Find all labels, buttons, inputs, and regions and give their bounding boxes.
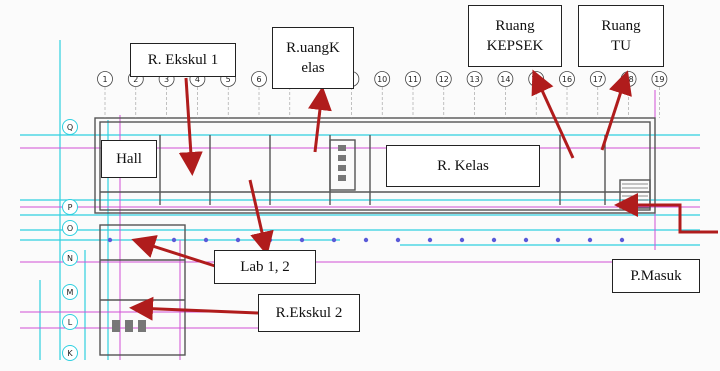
structural-column-dot: [459, 237, 465, 243]
grid-bubble-row-K: K: [62, 345, 78, 361]
grid-bubble-row-label: P: [68, 203, 73, 212]
grid-bubble-col-12: 12: [435, 71, 452, 118]
arrow-lab-1-2-lower: [248, 179, 274, 256]
label-r-uang-kelas: R.uangK elas: [272, 27, 354, 89]
structural-column-dot: [299, 237, 305, 243]
grid-bubble-col-label: 1: [102, 75, 107, 84]
grid-bubble-col-16: 16: [559, 71, 575, 118]
grid-bubble-col-5: 5: [220, 71, 237, 118]
grid-bubble-col-1: 1: [97, 71, 113, 118]
column-grid-bubbles: 12345678910111213141516171819: [97, 71, 668, 118]
grid-bubble-col-label: 19: [654, 75, 664, 84]
label-hall: Hall: [101, 140, 157, 178]
arrow-r-uang-kelas: [307, 86, 332, 153]
grid-bubble-col-label: 4: [195, 75, 200, 84]
structural-column-dot: [107, 237, 113, 243]
label-r-ekskul-2: R.Ekskul 2: [258, 294, 360, 332]
grid-bubble-col-label: 16: [562, 75, 572, 84]
grid-bubble-row-label: M: [67, 288, 74, 297]
label-ruang-tu: Ruang TU: [578, 5, 664, 67]
annotation-arrows: [129, 69, 718, 321]
grid-bubble-row-label: L: [68, 318, 73, 327]
grid-bubble-col-label: 2: [133, 75, 138, 84]
grid-bubble-row-label: Q: [67, 123, 73, 132]
structural-column-dot: [427, 237, 433, 243]
grid-bubble-col-label: 13: [470, 75, 480, 84]
label-ruang-kepsek: Ruang KEPSEK: [468, 5, 562, 67]
structural-column-dot: [523, 237, 529, 243]
structural-column-dot: [619, 237, 625, 243]
structural-column-dot: [395, 237, 401, 243]
grid-bubble-col-label: 6: [256, 75, 261, 84]
structural-column-dot: [267, 237, 273, 243]
grid-bubble-col-label: 17: [593, 75, 603, 84]
grid-bubble-col-label: 3: [164, 75, 169, 84]
grid-bubble-row-M: M: [62, 284, 78, 300]
structural-column-dot: [171, 237, 177, 243]
grid-bubble-col-label: 11: [408, 75, 418, 84]
grid-bubble-row-P: P: [62, 199, 78, 215]
arrow-r-ekskul-1: [178, 77, 203, 176]
arrow-ruang-kepsek: [531, 69, 575, 159]
grid-bubble-row-label: K: [67, 349, 73, 358]
arrow-p-masuk: [614, 193, 718, 234]
grid-bubble-col-3: 3: [158, 71, 175, 118]
grid-bubble-row-label: O: [67, 224, 73, 233]
grid-bubble-col-17: 17: [589, 71, 606, 118]
structural-column-dot: [491, 237, 497, 243]
grid-bubble-row-label: N: [67, 254, 73, 263]
grid-bubble-col-label: 5: [226, 75, 231, 84]
building-walls: [94, 117, 656, 356]
grid-bubble-col-11: 11: [405, 71, 421, 118]
label-r-ekskul-1: R. Ekskul 1: [130, 43, 236, 77]
structural-column-dot: [363, 237, 369, 243]
grid-bubble-col-19: 19: [651, 71, 668, 118]
grid-bubble-col-2: 2: [127, 71, 144, 118]
grid-bubble-col-4: 4: [189, 71, 206, 118]
grid-bubble-col-18: 18: [620, 71, 637, 118]
grid-bubble-col-label: 10: [377, 75, 387, 84]
structural-column-dot: [235, 237, 241, 243]
grid-bubble-row-Q: Q: [62, 119, 78, 135]
grid-bubble-col-13: 13: [466, 71, 483, 118]
grid-bubble-col-label: 12: [439, 75, 449, 84]
grid-bubble-col-14: 14: [497, 71, 514, 118]
row-grid-bubbles: Q P O N M L K: [62, 119, 78, 361]
label-p-masuk: P.Masuk: [612, 259, 700, 293]
structural-column-dot: [555, 237, 561, 243]
grid-bubble-col-10: 10: [374, 71, 391, 118]
grid-bubble-col-6: 6: [251, 71, 267, 118]
structural-column-dot: [587, 237, 593, 243]
grid-bubble-col-label: 14: [500, 75, 510, 84]
structural-column-dot: [331, 237, 337, 243]
grid-bubble-row-L: L: [62, 314, 78, 330]
toilet-fixtures: [112, 145, 346, 332]
stair-detail: [622, 183, 648, 205]
grid-bubble-row-N: N: [62, 250, 78, 266]
arrow-lab-1-2-upper: [131, 235, 216, 268]
label-lab-1-2: Lab 1, 2: [214, 250, 316, 284]
label-r-kelas: R. Kelas: [386, 145, 540, 187]
grid-bubble-row-O: O: [62, 220, 78, 236]
arrow-ruang-tu: [600, 70, 632, 151]
arrow-r-ekskul-2: [129, 296, 259, 321]
structural-column-dot: [203, 237, 209, 243]
